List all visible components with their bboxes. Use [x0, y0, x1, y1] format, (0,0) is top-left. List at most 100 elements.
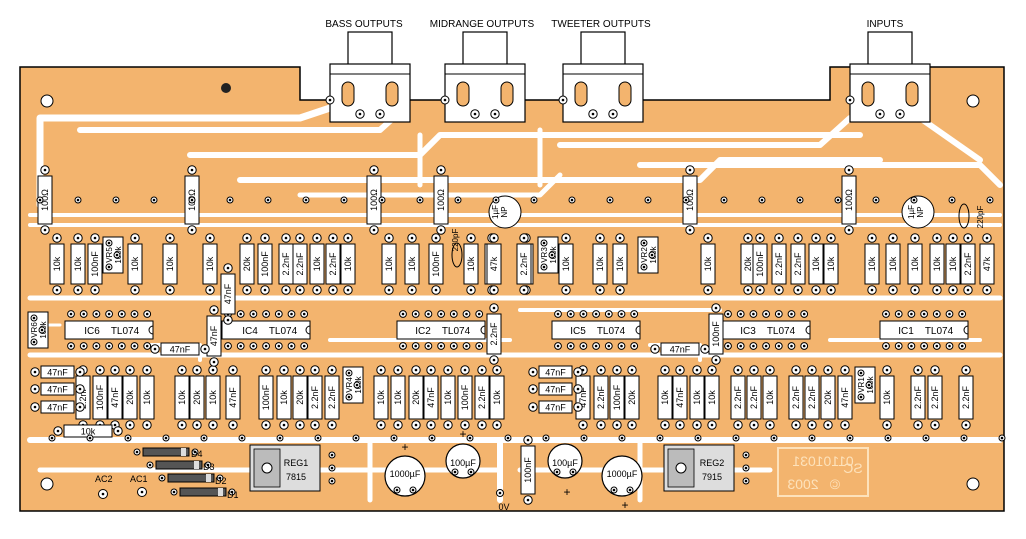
pad-hole — [133, 288, 137, 292]
pad-hole — [555, 470, 559, 474]
pad-hole — [924, 436, 928, 440]
capacitor-h-3: 47nF — [160, 342, 200, 356]
pad-hole — [427, 312, 430, 316]
pad-hole — [935, 312, 939, 316]
midrange-output-jack — [444, 31, 526, 123]
resistor-26: 10k — [823, 243, 839, 285]
resistor-20-label: 10k — [561, 256, 571, 271]
resistor-9: 10k — [162, 243, 178, 285]
pad-hole — [469, 236, 473, 240]
capacitor-h-2: 47nF — [40, 400, 75, 414]
pad-hole — [618, 236, 622, 240]
pad-hole — [226, 266, 230, 270]
ic-ic5 — [551, 320, 641, 340]
pad-hole — [710, 368, 714, 372]
capacitor-h-3-label: 47nF — [170, 345, 191, 355]
pad-hole — [569, 344, 572, 348]
pad-hole — [33, 387, 37, 391]
resistor-6: 10k — [49, 243, 65, 285]
pad-hole — [814, 288, 818, 292]
pad-hole — [168, 236, 172, 240]
pad-hole — [663, 368, 667, 372]
np-cap-left-type: NP — [500, 206, 509, 217]
resistor-8-label: 10k — [130, 256, 140, 271]
mounting-hole — [40, 94, 54, 108]
pad-hole — [642, 241, 646, 245]
resistor-12: 10k — [309, 243, 325, 285]
pad-hole — [40, 328, 44, 332]
pad-hole — [56, 429, 60, 433]
resistor-22: 10k — [612, 243, 628, 285]
d4-label: D4 — [191, 449, 203, 459]
resistor-23-label: 20k — [743, 256, 753, 271]
mounting-hole — [966, 94, 980, 108]
pad-hole — [598, 236, 602, 240]
pad-hole — [935, 288, 939, 292]
pad-hole — [418, 198, 422, 202]
capacitor-16-label: 47nF — [228, 387, 238, 408]
mounting-hole — [966, 477, 980, 491]
pad-hole — [69, 312, 73, 316]
resistor-10-label: 10k — [205, 256, 215, 271]
pad-hole — [710, 423, 714, 427]
board-code-block: 01101031 2003 SC © — [777, 447, 869, 497]
capacitor-24-label: 47nF — [578, 387, 588, 408]
pad-hole — [492, 288, 496, 292]
pad-hole — [107, 265, 111, 269]
pad-hole — [542, 241, 546, 245]
capacitor-3: 2.2nF — [278, 243, 294, 285]
ic6-ref: IC6 — [84, 326, 100, 337]
capacitor-h-2-label: 47nF — [47, 403, 68, 413]
pad-hole — [802, 312, 806, 316]
pad-hole — [522, 236, 526, 240]
cap-1000uf-right-label: 1000µF — [607, 469, 638, 479]
pad-hole — [695, 368, 699, 372]
resistor-49-label: 10k — [765, 390, 775, 405]
pad-hole — [456, 198, 460, 202]
resistor-41-label: 10k — [393, 390, 403, 405]
pad-hole — [239, 344, 242, 348]
pad-hole — [632, 344, 636, 348]
pad-hole — [848, 98, 852, 102]
capacitor-h-7: 47nF — [660, 342, 700, 356]
pad-hole — [790, 344, 793, 348]
pad-hole — [495, 423, 499, 427]
diode-3 — [179, 487, 227, 497]
resistor-37: 10k — [205, 375, 221, 420]
pad-hole — [284, 236, 288, 240]
midrange-outputs-label: MIDRANGE OUTPUTS — [430, 19, 535, 30]
resistor-41: 10k — [390, 375, 406, 420]
capacitor-11-label: 47nF — [209, 325, 219, 346]
pad-hole — [93, 288, 97, 292]
polarity-plus-2: + — [459, 427, 466, 441]
resistor-50-label: 20k — [823, 390, 833, 405]
capacitor-h-4-label: 47nF — [545, 368, 566, 378]
capacitor-13: 100nF — [708, 313, 724, 355]
pad-hole — [328, 98, 332, 102]
pad-hole — [133, 344, 136, 348]
capacitor-h-5-label: 47nF — [545, 385, 566, 395]
copyright-symbol: © — [829, 476, 840, 492]
capacitor-11: 47nF — [206, 315, 222, 357]
capacitor-6: 100nF — [428, 243, 444, 285]
capacitor-32-label: 47nF — [840, 387, 850, 408]
pad-hole — [642, 265, 646, 269]
pad-hole — [746, 236, 750, 240]
pad-hole — [599, 368, 603, 372]
pad-hole — [414, 423, 418, 427]
pad-hole — [695, 423, 699, 427]
resistor-45-label: 20k — [627, 390, 637, 405]
capacitor-7: 100nF — [752, 243, 768, 285]
capacitor-2-label: 100nF — [260, 251, 270, 277]
pad-hole — [870, 236, 874, 240]
pad-hole — [531, 387, 535, 391]
pad-hole — [439, 312, 443, 316]
capacitor-29: 2.2nF — [746, 375, 762, 420]
capacitor-25-label: 2.2nF — [596, 385, 606, 409]
capacitor-23-label: 2.2nF — [519, 252, 529, 276]
pad-hole — [951, 236, 955, 240]
pad-hole — [411, 488, 415, 492]
pad-hole — [252, 312, 255, 316]
pad-hole — [290, 344, 293, 348]
resistor-43: 10k — [440, 375, 456, 420]
